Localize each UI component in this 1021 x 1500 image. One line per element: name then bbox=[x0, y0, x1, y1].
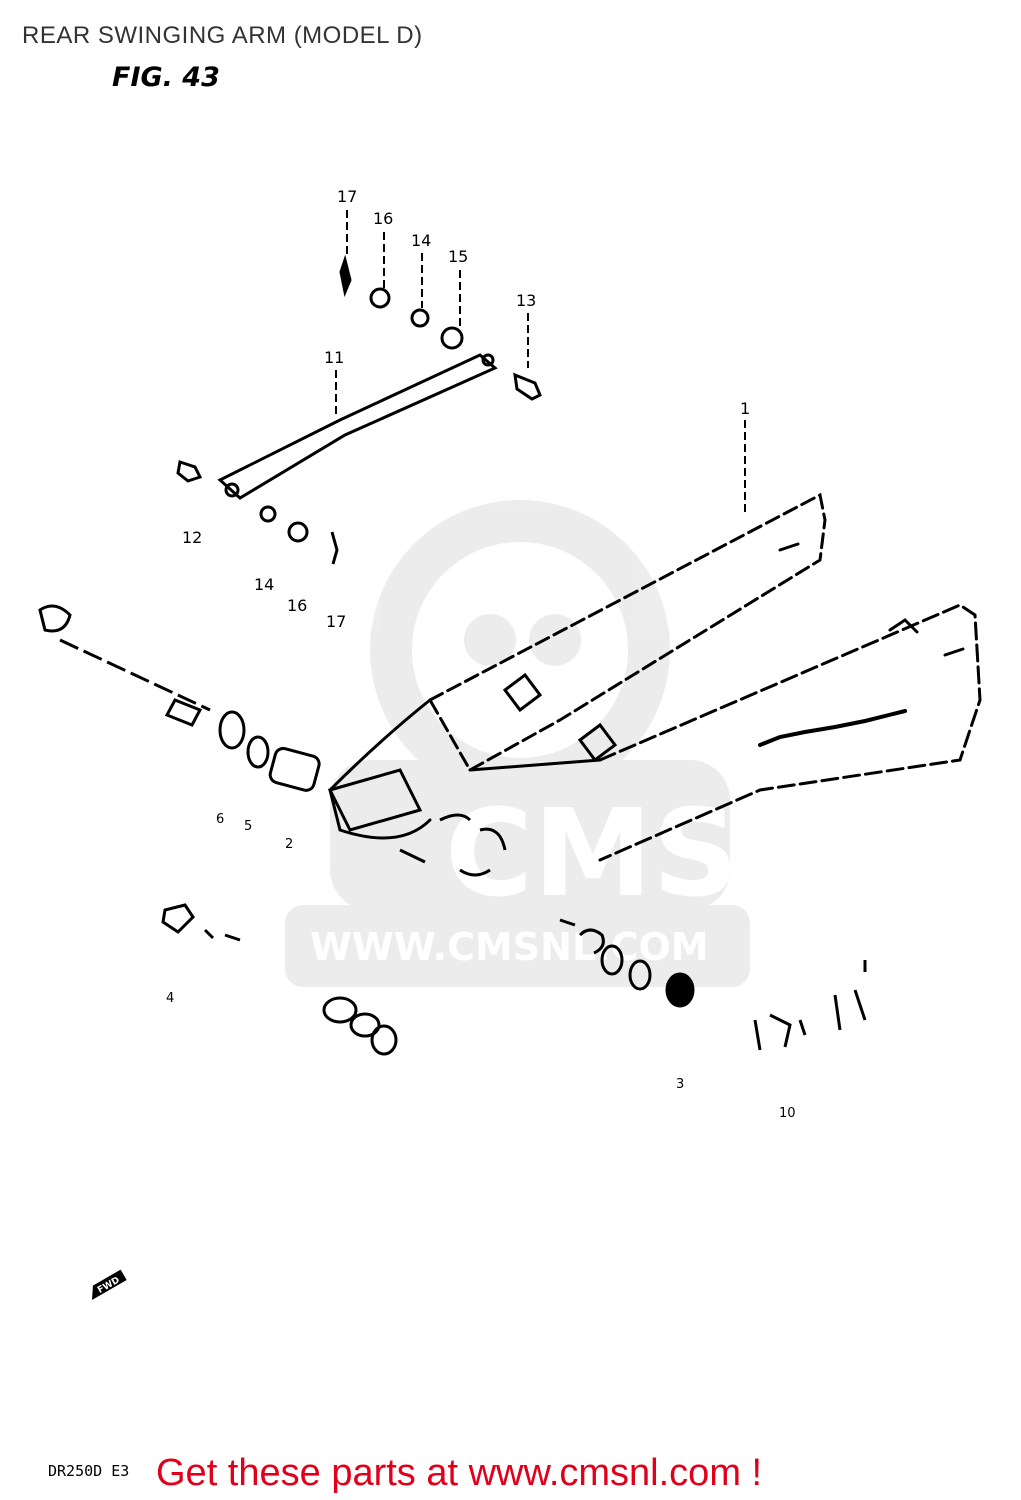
cms-watermark: CMS WWW.CMSNL.COM bbox=[285, 500, 750, 987]
callout-17: 17 bbox=[337, 187, 357, 206]
figure-label: FIG. 43 bbox=[112, 62, 220, 93]
callout-17-lower: 17 bbox=[326, 612, 346, 631]
callout-12: 12 bbox=[182, 528, 202, 547]
callout-14: 14 bbox=[411, 231, 431, 250]
callout-10: 10 bbox=[779, 1106, 796, 1121]
callout-13: 13 bbox=[516, 291, 536, 310]
callout-6: 6 bbox=[216, 812, 224, 827]
callout-numbers: 17 16 14 15 13 11 1 12 14 16 17 6 5 2 4 … bbox=[166, 187, 796, 1121]
leader-lines bbox=[335, 210, 746, 515]
model-code: DR250D E3 bbox=[48, 1462, 130, 1480]
callout-5: 5 bbox=[244, 819, 252, 834]
watermark-url: WWW.CMSNL.COM bbox=[310, 925, 709, 969]
hardware-parts bbox=[38, 254, 867, 1056]
footer-cta-link[interactable]: Get these parts at www.cmsnl.com ! bbox=[156, 1452, 763, 1494]
callout-16: 16 bbox=[373, 209, 393, 228]
torque-link-11 bbox=[217, 353, 498, 500]
callout-1: 1 bbox=[740, 399, 750, 418]
page-title: REAR SWINGING ARM (MODEL D) bbox=[22, 22, 423, 49]
fwd-direction-marker: FWD bbox=[92, 1269, 127, 1300]
callout-2: 2 bbox=[285, 837, 293, 852]
watermark-logo: CMS bbox=[445, 785, 739, 924]
callout-4: 4 bbox=[166, 991, 174, 1006]
callout-11: 11 bbox=[324, 348, 344, 367]
callout-15: 15 bbox=[448, 247, 468, 266]
swing-arm bbox=[327, 492, 982, 862]
callout-3: 3 bbox=[676, 1077, 684, 1092]
callout-16-lower: 16 bbox=[287, 596, 307, 615]
callout-14-lower: 14 bbox=[254, 575, 274, 594]
